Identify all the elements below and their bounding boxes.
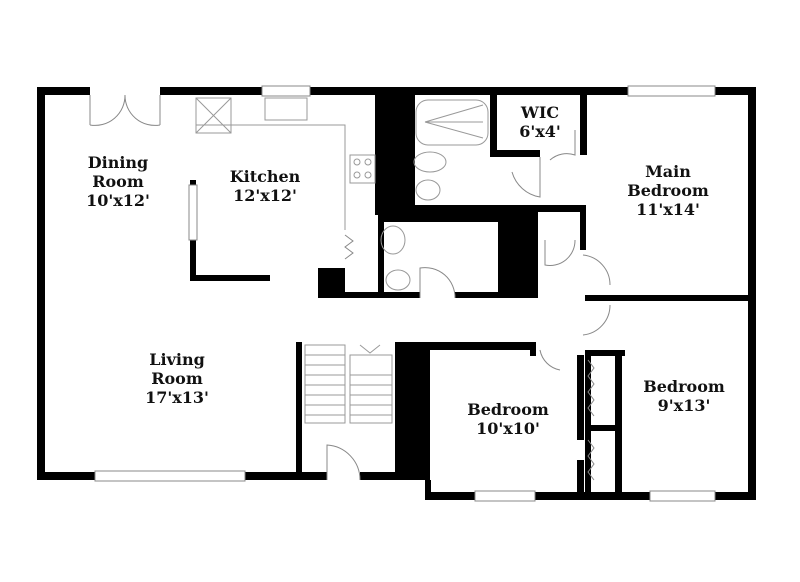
room-living-room: Living Room 17'x13' xyxy=(145,350,209,407)
doors xyxy=(89,94,611,481)
room-name: Living xyxy=(149,350,205,369)
room-name: Bedroom xyxy=(467,400,549,419)
room-name: Room xyxy=(92,172,144,191)
room-name: Main xyxy=(645,162,691,181)
room-dimensions: 11'x14' xyxy=(636,200,700,219)
room-dining-room: Dining Room 10'x12' xyxy=(86,153,150,210)
room-main-bedroom: Main Bedroom 11'x14' xyxy=(627,162,709,219)
room-wic: WIC 6'x4' xyxy=(519,103,561,141)
room-bedroom-2: Bedroom 10'x10' xyxy=(467,400,549,438)
room-dimensions: 6'x4' xyxy=(519,122,561,141)
room-dimensions: 10'x10' xyxy=(476,419,540,438)
windows xyxy=(94,85,716,502)
room-name: Room xyxy=(151,369,203,388)
room-name: Kitchen xyxy=(229,167,301,186)
room-dimensions: 9'x13' xyxy=(657,396,711,415)
room-name: WIC xyxy=(520,103,560,122)
room-kitchen: Kitchen 12'x12' xyxy=(230,167,301,205)
room-name: Dining xyxy=(87,153,149,172)
room-name: Bedroom xyxy=(627,181,709,200)
walls xyxy=(37,87,756,500)
room-dimensions: 17'x13' xyxy=(145,388,209,407)
room-name: Bedroom xyxy=(643,377,725,396)
room-bedroom-3: Bedroom 9'x13' xyxy=(643,377,725,415)
room-dimensions: 12'x12' xyxy=(233,186,297,205)
room-dimensions: 10'x12' xyxy=(86,191,150,210)
fixtures xyxy=(195,97,489,424)
